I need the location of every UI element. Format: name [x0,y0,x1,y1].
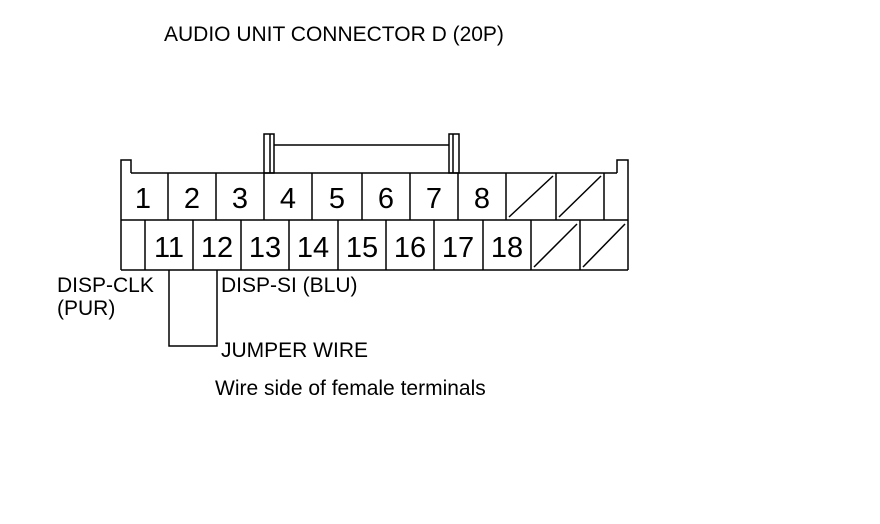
pin-15: 15 [346,232,378,264]
jumper-wire [168,270,218,347]
pin-14: 14 [297,232,329,264]
bottom-row-empty-cavities [533,223,626,268]
pin-8: 8 [474,183,490,215]
pin-18: 18 [491,232,523,264]
top-row-dividers [167,173,605,220]
bottom-row-pins: 11 12 13 14 15 16 17 18 [154,232,523,264]
bottom-row-dividers [144,220,581,270]
pin-13: 13 [249,232,281,264]
pin-3: 3 [232,183,248,215]
pin-6: 6 [378,183,394,215]
disp-si-label: DISP-SI (BLU) [221,274,358,297]
top-row-pins: 1 2 3 4 5 6 7 8 [135,183,490,215]
disp-clk-color-label: (PUR) [57,297,116,320]
disp-clk-label: DISP-CLK [57,274,154,297]
pin-11: 11 [154,232,184,264]
top-row-empty-cavities [508,175,602,218]
wire-side-caption: Wire side of female terminals [215,377,486,400]
pin-17: 17 [442,232,474,264]
pin-12: 12 [201,232,233,264]
pin-5: 5 [329,183,345,215]
jumper-wire-label: JUMPER WIRE [221,339,368,362]
pin-7: 7 [426,183,442,215]
diagram-title: AUDIO UNIT CONNECTOR D (20P) [164,23,504,46]
pin-2: 2 [184,183,200,215]
pin-16: 16 [394,232,426,264]
connector-housing [120,133,629,271]
pin-1: 1 [135,183,151,215]
pin-4: 4 [280,183,296,215]
